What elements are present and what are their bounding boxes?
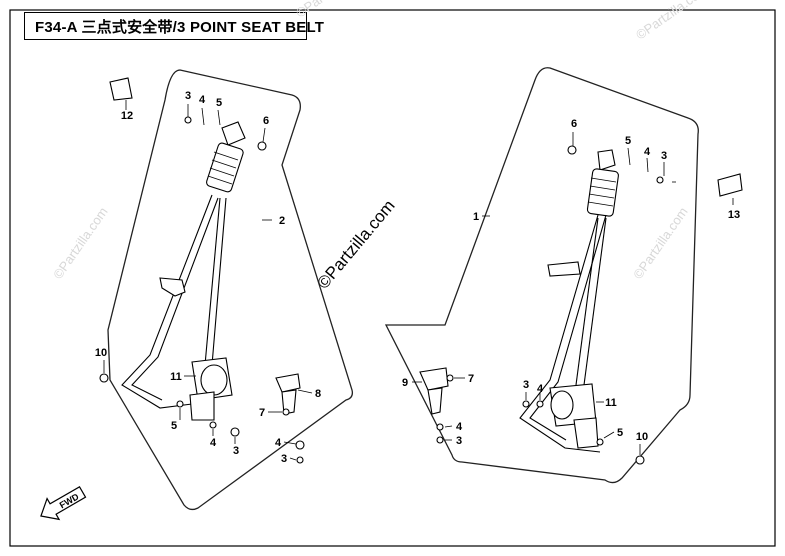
trim-cover xyxy=(717,173,743,197)
callout-number: 9 xyxy=(402,377,408,389)
upper-anchor-plate xyxy=(221,121,246,146)
belt-tongue xyxy=(547,261,581,277)
bolt xyxy=(567,145,577,155)
webbing-guide-ribs xyxy=(207,151,239,185)
callout-number: 3 xyxy=(185,90,191,102)
callout-number: 4 xyxy=(210,437,217,449)
retractor-bracket xyxy=(573,417,599,449)
callout-number: 11 xyxy=(170,371,182,383)
callout-number: 5 xyxy=(171,420,177,432)
retractor-spool xyxy=(200,364,228,396)
bolt xyxy=(257,141,267,151)
upper-anchor-plate xyxy=(597,149,616,171)
buckle-stalk xyxy=(281,389,297,415)
belt-webbing-shoulder-edge xyxy=(211,197,227,366)
callout-number: 4 xyxy=(537,383,544,395)
buckle-head xyxy=(275,373,301,393)
nut xyxy=(230,427,240,437)
belt-webbing-shoulder-edge xyxy=(583,217,607,386)
watermark-text: ©Partzilla.com xyxy=(630,204,690,281)
nut xyxy=(436,436,444,444)
belt-webbing-shoulder xyxy=(575,217,599,386)
watermark-text: ©Partzilla.com xyxy=(633,0,710,42)
right-callouts: 6 5 4 3 13 1 9 7 4 3 3 4 11 5 10 xyxy=(402,118,740,447)
callout-number: 5 xyxy=(625,135,631,147)
left-callouts: 12 3 4 5 6 2 10 11 8 7 4 3 5 4 3 xyxy=(95,90,321,465)
callout-number: 5 xyxy=(617,427,623,439)
webbing-guide-ribs xyxy=(587,177,617,207)
retractor-bracket xyxy=(189,391,215,421)
washer xyxy=(176,400,184,408)
belt-tongue xyxy=(159,277,186,297)
bolt xyxy=(99,373,109,383)
washer xyxy=(209,421,217,429)
callout-number: 12 xyxy=(121,110,133,122)
callout-number: 2 xyxy=(279,215,285,227)
callout-number: 3 xyxy=(661,150,667,162)
callout-number: 4 xyxy=(644,146,651,158)
bolt xyxy=(635,455,645,465)
washer xyxy=(436,423,444,431)
left-assembly-outline xyxy=(107,69,354,511)
nut xyxy=(296,456,304,464)
watermark-main: ©Partzilla.com xyxy=(314,196,399,292)
webbing-guide xyxy=(586,168,619,217)
right-assembly-outline xyxy=(384,67,699,484)
buckle-stalk xyxy=(427,387,443,415)
belt-webbing-lap xyxy=(121,194,213,409)
left-leaders xyxy=(103,100,313,461)
callout-number: 11 xyxy=(605,397,617,409)
belt-webbing-lap-edge xyxy=(131,197,219,401)
callout-number: 3 xyxy=(523,379,529,391)
buckle-head xyxy=(419,367,449,391)
washer xyxy=(295,440,305,450)
watermark-group: ©Partzilla.com ©Partzilla.com ©Partzilla… xyxy=(50,0,710,282)
retractor-spool xyxy=(550,390,574,420)
callout-number: 6 xyxy=(571,118,577,130)
callout-number: 13 xyxy=(728,209,740,221)
callout-number: 1 xyxy=(473,211,479,223)
callout-number: 5 xyxy=(216,97,222,109)
callout-number: 10 xyxy=(636,431,648,443)
page-border xyxy=(9,9,776,547)
callout-number: 7 xyxy=(259,407,265,419)
washer xyxy=(596,438,604,446)
left-belt xyxy=(99,77,305,464)
callout-number: 7 xyxy=(468,373,474,385)
right-leaders xyxy=(412,132,734,455)
callout-number: 4 xyxy=(199,94,206,106)
callout-number: 3 xyxy=(456,435,462,447)
bolt xyxy=(282,408,290,416)
webbing-guide xyxy=(206,142,244,193)
bolt xyxy=(446,374,454,382)
callout-number: 6 xyxy=(263,115,269,127)
callout-number: 4 xyxy=(275,437,282,449)
nut xyxy=(522,400,530,408)
right-belt xyxy=(419,145,743,465)
belt-webbing-lap-edge xyxy=(529,214,607,441)
callout-number: 10 xyxy=(95,347,107,359)
belt-webbing-lap xyxy=(519,214,601,453)
callout-number: 3 xyxy=(281,453,287,465)
washer xyxy=(536,400,544,408)
diagram-title: F34-A 三点式安全带/3 POINT SEAT BELT xyxy=(24,12,324,40)
fwd-arrow-icon: FWD xyxy=(40,485,87,521)
belt-webbing-shoulder xyxy=(204,197,221,366)
callout-number: 4 xyxy=(456,421,463,433)
watermark-text: ©Partzilla.com xyxy=(50,204,110,281)
nut xyxy=(184,116,192,124)
callout-number: 8 xyxy=(315,388,321,400)
trim-cover xyxy=(109,77,133,101)
callout-number: 3 xyxy=(233,445,239,457)
nut xyxy=(656,176,664,184)
